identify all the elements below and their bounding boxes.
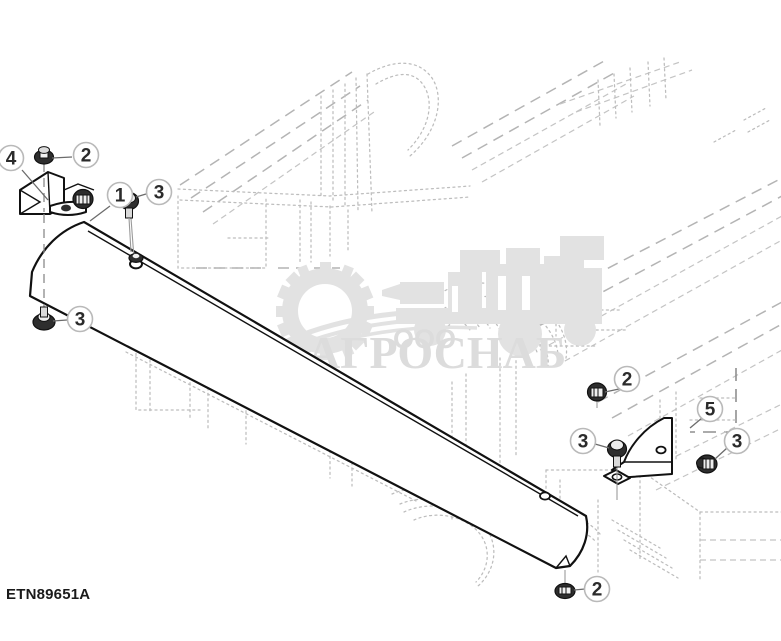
callout-3-left[interactable]: 3 [66,305,94,333]
callout-3-right[interactable]: 3 [723,427,751,455]
hardware-nut-mid [586,382,608,402]
callout-3-mid-label: 3 [578,432,589,453]
callout-3-upper-label: 3 [154,183,165,204]
hardware-bolt-mid [606,439,628,468]
hardware-bolt-right [696,454,718,474]
hardware-bolt-left [32,306,56,331]
callout-2-mid[interactable]: 2 [613,365,641,393]
callout-leader-2-top [51,156,73,159]
watermark-company-form: ООО [393,324,456,354]
callout-2-top-label: 2 [81,146,92,167]
watermark-company-name: АГРОСНАБ [307,327,566,378]
callout-3-upper[interactable]: 3 [145,178,173,206]
callout-2-mid-label: 2 [622,370,633,391]
callout-1-label: 1 [115,186,126,207]
watermark-agrosnab: ООО АГРОСНАБ [276,236,604,378]
callout-leader-5 [689,417,703,429]
callout-leader-1 [89,205,111,222]
callout-5[interactable]: 5 [696,395,724,423]
callout-3-right-label: 3 [732,432,743,453]
callout-leader-3-right [714,447,728,460]
part-number-label: ETN89651A [6,586,91,603]
callout-leader-3-upper [135,193,147,198]
callout-2-bottom-label: 2 [592,580,603,601]
callout-1[interactable]: 1 [106,181,134,209]
hardware-nut-bottom [554,582,576,600]
callout-group: 4 2 1 3 3 [0,141,751,603]
callout-leader-2-mid [604,388,620,393]
callout-leader-4 [21,169,49,201]
callout-2-top[interactable]: 2 [72,141,100,169]
callout-4[interactable]: 4 [0,144,25,172]
callout-5-label: 5 [705,400,716,421]
main-shield-panel [28,220,589,570]
callout-4-label: 4 [6,149,17,170]
hardware-fastener-item-1 [72,188,94,210]
callout-3-mid[interactable]: 3 [569,427,597,455]
callout-2-bottom[interactable]: 2 [583,575,611,603]
callout-leader-2-bottom [573,588,586,591]
hardware-nut-top [33,146,55,165]
callout-leader-3-mid [594,443,610,449]
watermark-harvester-icon [382,236,604,356]
callout-leader-3-left [52,319,68,322]
callout-3-left-label: 3 [75,310,86,331]
